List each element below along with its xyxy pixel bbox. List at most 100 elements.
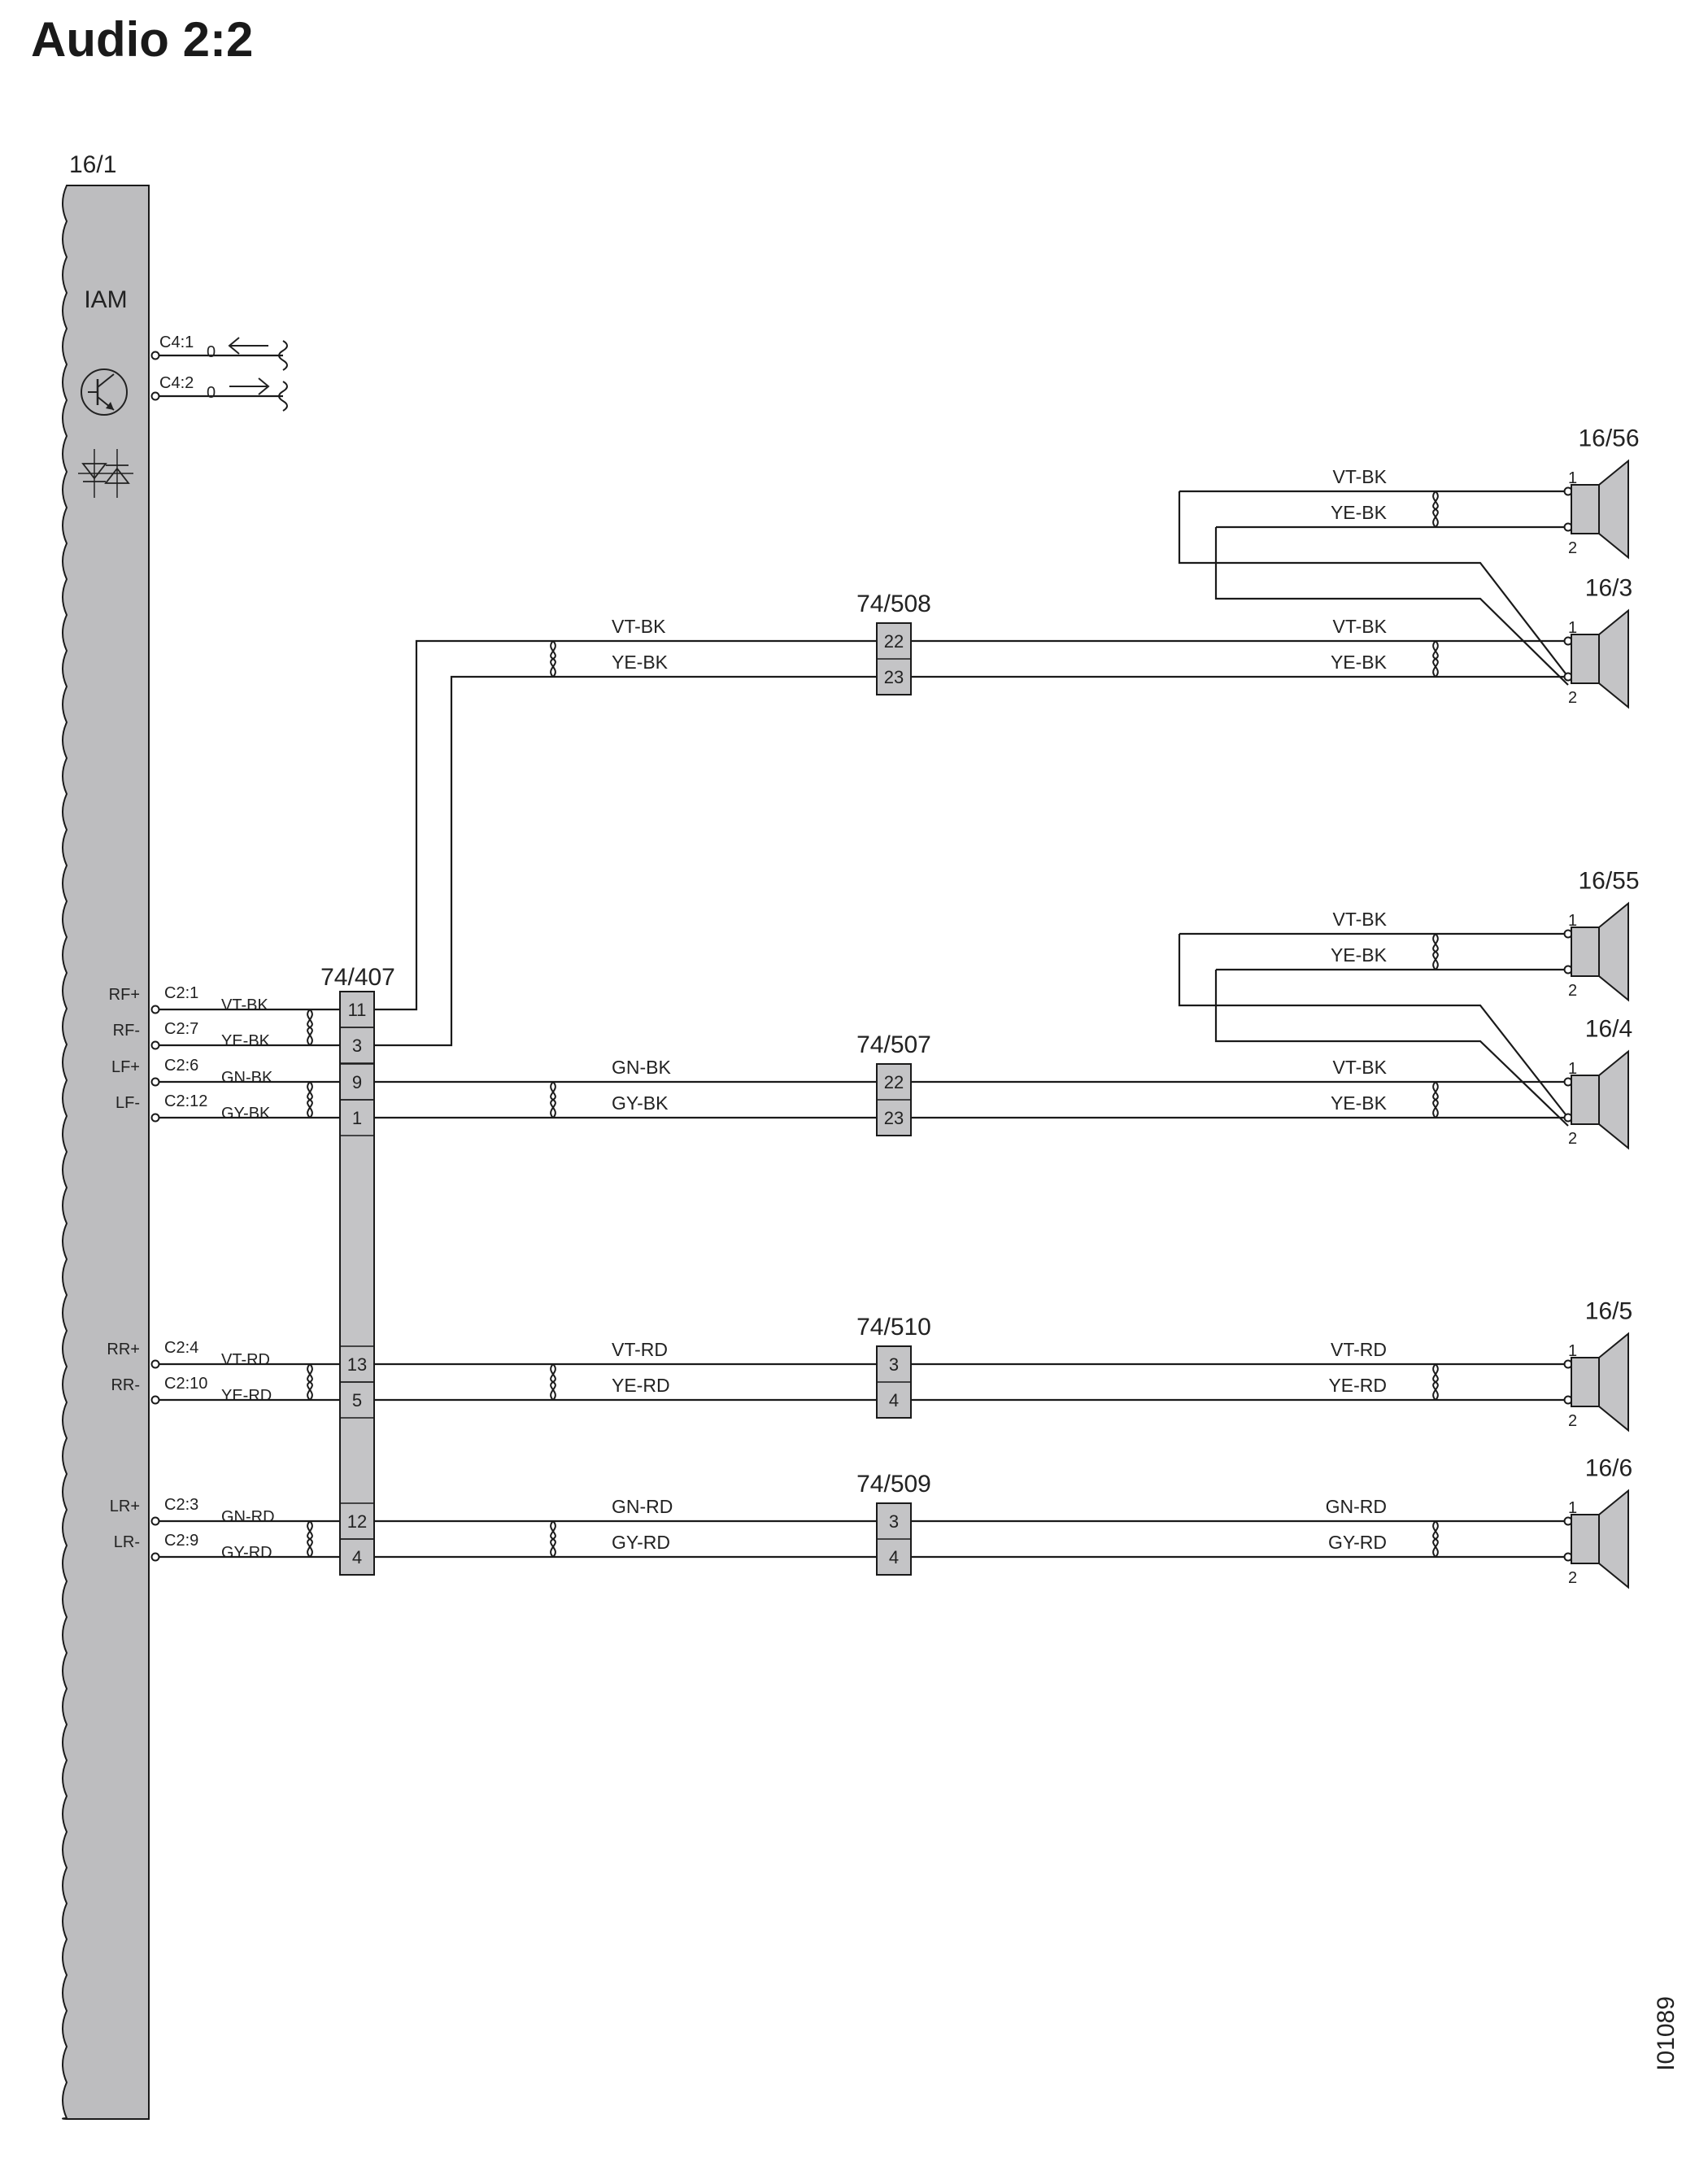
crossover-wire bbox=[1178, 491, 1569, 678]
module-ref: 16/1 bbox=[69, 151, 116, 178]
connector-pin: 3 bbox=[889, 1511, 899, 1532]
channel-label: LF- bbox=[115, 1094, 140, 1112]
signal-pin: C4:1 bbox=[159, 334, 194, 351]
connector-pin: 11 bbox=[348, 1000, 367, 1020]
channel-pin: C2:12 bbox=[164, 1092, 207, 1110]
crossover-wire bbox=[1214, 970, 1569, 1127]
diode-icon bbox=[81, 463, 107, 480]
wire-color: YE-RD bbox=[221, 1387, 272, 1405]
speaker-pin: 1 bbox=[1568, 912, 1577, 930]
connector-ref: 74/509 bbox=[856, 1471, 931, 1498]
wire-color: VT-RD bbox=[612, 1339, 668, 1360]
speaker-ref: 16/55 bbox=[1578, 868, 1639, 895]
twisted-pair-icon bbox=[307, 1363, 313, 1401]
speaker-cone bbox=[1598, 901, 1629, 1002]
wire-color: YE-RD bbox=[1328, 1375, 1387, 1396]
wire-color: VT-BK bbox=[1333, 1057, 1388, 1078]
connector-pin: 22 bbox=[884, 631, 904, 652]
twisted-pair-icon bbox=[1432, 1520, 1439, 1558]
terminal-dot bbox=[150, 1395, 160, 1405]
channel-pin: C2:7 bbox=[164, 1020, 198, 1038]
channel-label: RF- bbox=[113, 1022, 140, 1040]
channel-label: RR+ bbox=[107, 1341, 140, 1358]
wire-color: GY-BK bbox=[221, 1105, 271, 1123]
terminal-dot bbox=[150, 1113, 160, 1123]
speaker-pin: 1 bbox=[1568, 1342, 1577, 1360]
arrow-left-icon bbox=[228, 337, 240, 355]
terminal-dot bbox=[150, 1040, 160, 1050]
speaker-pin: 2 bbox=[1568, 1130, 1577, 1148]
speaker-pin: 1 bbox=[1568, 469, 1577, 487]
twisted-pair-icon bbox=[1432, 640, 1439, 678]
signal-pin: C4:2 bbox=[159, 374, 194, 392]
connector-pin: 13 bbox=[347, 1354, 367, 1375]
speaker-icon bbox=[1571, 484, 1600, 534]
speaker-cone bbox=[1598, 1489, 1629, 1589]
twisted-pair-icon bbox=[550, 1520, 556, 1558]
terminal-dot bbox=[150, 1359, 160, 1369]
connector-pin: 4 bbox=[889, 1390, 899, 1411]
twisted-pair-icon bbox=[1432, 1081, 1439, 1118]
terminal-dot bbox=[150, 391, 160, 401]
wire-color: GY-RD bbox=[221, 1544, 272, 1562]
speaker-ref: 16/5 bbox=[1585, 1298, 1632, 1325]
wire-color: VT-BK bbox=[1333, 466, 1388, 487]
module-body bbox=[62, 185, 150, 2120]
speaker-pin: 2 bbox=[1568, 689, 1577, 707]
channel-pin: C2:3 bbox=[164, 1496, 198, 1514]
speaker-icon bbox=[1571, 634, 1600, 684]
signal-state: 0 bbox=[207, 384, 216, 402]
terminal-dot bbox=[150, 1516, 160, 1526]
speaker-pin: 2 bbox=[1568, 1569, 1577, 1587]
speaker-icon bbox=[1571, 1075, 1600, 1125]
channel-pin: C2:9 bbox=[164, 1532, 198, 1550]
wire-color: GY-BK bbox=[612, 1092, 669, 1114]
channel-label: LF+ bbox=[111, 1058, 140, 1076]
wire-color: GN-BK bbox=[221, 1069, 273, 1087]
speaker-ref: 16/4 bbox=[1585, 1016, 1632, 1043]
arrow-right-icon bbox=[258, 377, 270, 395]
speaker-cone bbox=[1598, 1332, 1629, 1432]
connector-pin: 3 bbox=[352, 1036, 362, 1056]
wire-color: VT-BK bbox=[612, 616, 666, 637]
wire-color: YE-BK bbox=[1331, 652, 1388, 673]
speaker-pin: 2 bbox=[1568, 982, 1577, 1000]
speaker-cone bbox=[1598, 608, 1629, 709]
page-title: Audio 2:2 bbox=[31, 12, 254, 67]
channel-label: LR+ bbox=[110, 1498, 140, 1515]
connector-pin: 4 bbox=[352, 1547, 362, 1567]
connector-pin: 23 bbox=[884, 1108, 904, 1128]
speaker-pin: 2 bbox=[1568, 539, 1577, 557]
wire-color: YE-BK bbox=[1331, 502, 1388, 523]
twisted-pair-icon bbox=[307, 1081, 313, 1118]
connector-ref: 74/508 bbox=[856, 591, 931, 617]
speaker-pin: 1 bbox=[1568, 1060, 1577, 1078]
speaker-ref: 16/6 bbox=[1585, 1455, 1632, 1482]
wire-color: VT-BK bbox=[1333, 909, 1388, 930]
connector-pin: 23 bbox=[884, 667, 904, 687]
transistor-collector bbox=[97, 373, 115, 388]
twisted-pair-icon bbox=[550, 1081, 556, 1118]
twisted-pair-icon bbox=[307, 1009, 313, 1046]
twisted-pair-icon bbox=[1432, 933, 1439, 970]
wire-color: YE-BK bbox=[221, 1032, 271, 1050]
connector-ref: 74/510 bbox=[856, 1314, 931, 1341]
wire-color: GN-RD bbox=[221, 1508, 275, 1526]
twisted-pair-icon bbox=[1432, 1363, 1439, 1401]
wire-color: YE-BK bbox=[612, 652, 669, 673]
connector-ref: 74/507 bbox=[856, 1031, 931, 1058]
speaker-icon bbox=[1571, 1514, 1600, 1564]
harness-wire bbox=[374, 675, 877, 1047]
connector-ref: 74/407 bbox=[320, 964, 395, 991]
speaker-pin: 1 bbox=[1568, 619, 1577, 637]
wire-break-icon bbox=[278, 381, 288, 412]
wire-color: YE-RD bbox=[612, 1375, 670, 1396]
wire-color: VT-RD bbox=[221, 1351, 270, 1369]
wire-color: GY-RD bbox=[1328, 1532, 1387, 1553]
diode-icon bbox=[104, 467, 130, 484]
signal-state: 0 bbox=[207, 343, 216, 361]
twisted-pair-icon bbox=[307, 1520, 313, 1558]
wire-color: VT-BK bbox=[221, 996, 268, 1014]
channel-pin: C2:6 bbox=[164, 1057, 198, 1075]
